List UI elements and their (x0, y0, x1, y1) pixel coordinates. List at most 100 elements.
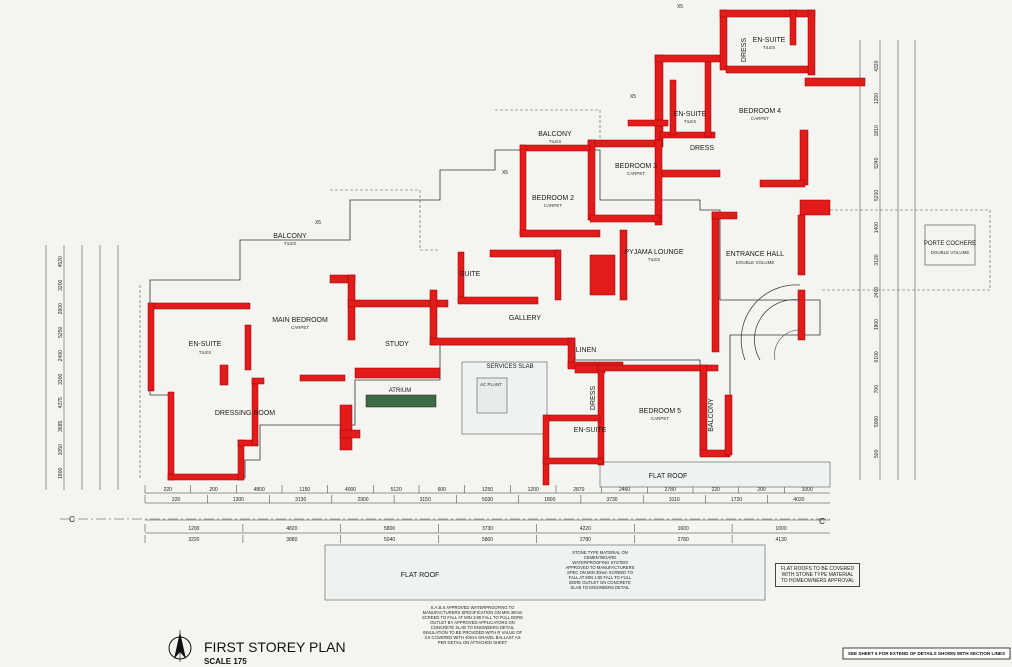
dress-top-label: DRESS (741, 38, 748, 62)
dimension-value: 1400 (874, 222, 880, 233)
dimension-value: 5250 (58, 327, 64, 338)
dimension-value: 5040 (384, 537, 395, 543)
see-sheet-banner: SEE SHEET 6 FOR EXTEND OF DETAILS SHOWN … (847, 651, 1006, 656)
dimension-value: 3150 (420, 497, 431, 503)
dimension-value: 1800 (874, 319, 880, 330)
dimension-value: 4820 (286, 526, 297, 532)
dimension-value: 1000 (776, 526, 787, 532)
north-arrow-icon (168, 630, 192, 662)
bedroom-3-sub: CARPET (627, 171, 646, 176)
bedroom-4-label: BEDROOM 4 (739, 108, 781, 115)
dimension-value: 5120 (391, 487, 402, 493)
dimension-value: 1200 (874, 93, 880, 104)
dimension-value: 4375 (58, 397, 64, 408)
page-title: FIRST STOREY PLAN (204, 639, 346, 655)
dimension-value: 6100 (874, 351, 880, 362)
dimension-value: 2780 (580, 537, 591, 543)
dimension-columns-right: 4320120018105240521014003120240018006100… (859, 40, 916, 480)
bedroom-4-sub: CARPET (751, 116, 770, 121)
dimension-value: 5240 (874, 157, 880, 168)
dimension-value: 4220 (580, 526, 591, 532)
gallery-label: GALLERY (509, 315, 541, 322)
dimension-value: 3730 (482, 526, 493, 532)
en-suite-left-label: EN-SUITE (189, 341, 222, 348)
dimension-value: 1150 (299, 487, 310, 493)
grid-mark-3: X5 (630, 94, 636, 100)
dimension-value: 500 (874, 449, 880, 458)
dimension-value: 1050 (58, 444, 64, 455)
en-suite-lower-label: EN-SUITE (574, 427, 607, 434)
dimension-value: 220 (172, 497, 181, 503)
bedroom-2-sub: CARPET (544, 203, 563, 208)
dimension-value: 3110 (669, 497, 680, 503)
en-suite-left-sub: TILES (199, 350, 212, 355)
flat-roof-lower (324, 544, 766, 601)
grid-mark-2: X5 (502, 170, 508, 176)
dimension-value: 3220 (188, 537, 199, 543)
dimension-value: 5800 (384, 526, 395, 532)
main-bedroom-sub: CARPET (291, 325, 310, 330)
dress-lower-label: DRESS (590, 386, 597, 410)
dimension-value: 3200 (58, 280, 64, 291)
note-flat-roof-stone-text: FLAT ROOFS TO BE COVERED WITH STONE TYPE… (775, 563, 860, 587)
balcony-top-label: BALCONY (538, 131, 572, 138)
dimension-value: 3685 (58, 421, 64, 432)
structural-walls (147, 9, 866, 486)
dimension-value: 2780 (665, 487, 676, 493)
note-sabs: S.A.B.S APPROVED WATERPROOFING TO MANUFA… (421, 605, 523, 645)
dimension-value: 2400 (874, 287, 880, 298)
dimension-value: 700 (874, 385, 880, 394)
note-flat-roof-stone: FLAT ROOFS TO BE COVERED WITH STONE TYPE… (775, 563, 860, 587)
dimension-value: 2900 (357, 497, 368, 503)
dimension-value: 4130 (776, 537, 787, 543)
dimension-value: 200 (757, 487, 766, 493)
ac-plant-label: AC PLANT (480, 382, 502, 387)
dimension-value: 3120 (874, 254, 880, 265)
dimension-value: 3300 (58, 374, 64, 385)
balcony-left-label: BALCONY (273, 233, 307, 240)
dimension-value: 1200 (528, 487, 539, 493)
dimension-value: 2460 (619, 487, 630, 493)
note-sabs-text: S.A.B.S APPROVED WATERPROOFING TO MANUFA… (421, 605, 523, 645)
study-label: STUDY (385, 341, 409, 348)
en-suite-top-label: EN-SUITE (753, 37, 786, 44)
dimension-value: 200 (209, 487, 218, 493)
dimension-value: 5000 (874, 416, 880, 427)
linen-label: LINEN (576, 347, 597, 354)
atrium-label: ATRIUM (389, 388, 412, 394)
dimension-value: 4020 (793, 497, 804, 503)
en-suite-mid-sub: TILES (684, 119, 697, 124)
dimension-value: 1720 (731, 497, 742, 503)
dimension-value: 1250 (482, 487, 493, 493)
dimension-value: 1810 (874, 125, 880, 136)
dimension-value: 5030 (482, 497, 493, 503)
flat-roof-right-label: FLAT ROOF (649, 473, 688, 480)
bedroom-2-label: BEDROOM 2 (532, 195, 574, 202)
dress-mid-label: DRESS (690, 145, 714, 152)
entrance-hall-label-1: ENTRANCE HALL (726, 251, 784, 258)
dimension-value: 1000 (802, 487, 813, 493)
dimension-value: 2800 (58, 303, 64, 314)
section-mark-left: C (69, 515, 75, 524)
dimension-value: 3130 (295, 497, 306, 503)
bedroom-5-sub: CARPET (651, 416, 670, 421)
dimension-value: 600 (438, 487, 447, 493)
bedroom-5-label: BEDROOM 5 (639, 408, 681, 415)
balcony-right-label: BALCONY (708, 398, 715, 432)
dimension-value: 220 (712, 487, 721, 493)
balcony-left-sub: TILES (284, 241, 297, 246)
suite-label: SUITE (460, 271, 481, 278)
pyjama-lounge-label: PYJAMA LOUNGE (624, 249, 683, 256)
dimension-value: 220 (164, 487, 173, 493)
grid-mark-4: X5 (677, 4, 683, 10)
grid-mark-1: X5 (315, 220, 321, 226)
dimension-value: 4800 (254, 487, 265, 493)
dimension-value: 2780 (678, 537, 689, 543)
flat-roof-lower-label: FLAT ROOF (401, 572, 440, 579)
note-stone-type-text: STONE TYPE MATERIAL ON CEMENTBOARD WATER… (565, 550, 635, 590)
section-mark-right: C (819, 517, 825, 526)
en-suite-top-sub: TILES (763, 45, 776, 50)
pyjama-lounge-sub: TILES (648, 257, 661, 262)
